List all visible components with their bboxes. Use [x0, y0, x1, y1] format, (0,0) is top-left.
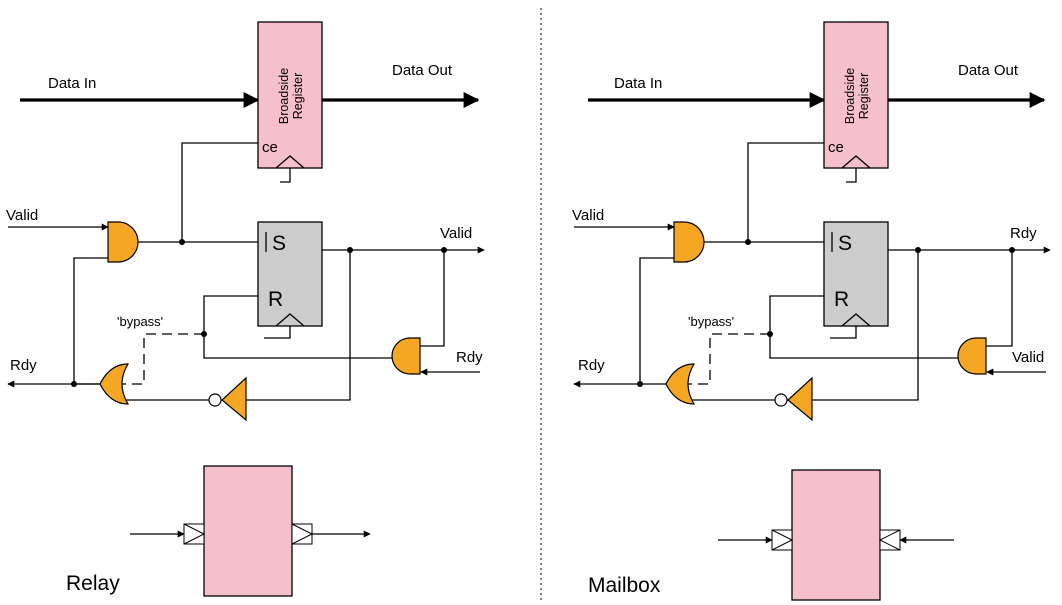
mailbox-data-out-label: Data Out: [958, 62, 1019, 79]
relay-broadside-register: [257, 21, 323, 169]
relay-and-gate-input: [107, 221, 139, 263]
mailbox-or-gate: [665, 363, 696, 405]
relay-and-gate-rdy: [391, 337, 421, 375]
relay-valid-in-label: Valid: [6, 207, 38, 224]
mailbox-panel: Data In Data Out Broadside Register ce V…: [572, 21, 1051, 601]
mailbox-rdy-left-label: Rdy: [578, 357, 605, 374]
mailbox-bypass-wire: [688, 333, 770, 385]
mailbox-ce-wire: [747, 142, 824, 242]
relay-valid-out-label: Valid: [440, 225, 472, 242]
relay-inverter-bubble: [208, 393, 222, 407]
mailbox-data-in-label: Data In: [614, 75, 662, 92]
relay-ce-label: ce: [262, 139, 278, 156]
relay-register-label-1: Broadside: [277, 68, 291, 124]
mailbox-rdy-feedback: [639, 257, 674, 384]
mailbox-symbol-ack-port: [879, 529, 901, 551]
mailbox-valid-in-label: Valid: [572, 207, 604, 224]
mailbox-symbol-box: [791, 469, 881, 601]
relay-set-label: S: [272, 232, 286, 255]
relay-or-gate: [99, 363, 130, 405]
relay-rdy-feedback: [73, 257, 108, 384]
relay-caption: Relay: [66, 572, 120, 595]
mailbox-inverter: [787, 376, 813, 422]
mailbox-set-label: S: [838, 232, 852, 255]
relay-ce-wire: [181, 142, 258, 242]
mailbox-ce-label: ce: [828, 139, 844, 156]
relay-reset-wire: [203, 295, 394, 359]
mailbox-sr-flipflop: [823, 221, 889, 327]
relay-data-out-label: Data Out: [392, 62, 453, 79]
relay-symbol-output-port: [291, 523, 313, 545]
mailbox-valid-in-right-label: Valid: [1012, 349, 1044, 366]
mailbox-and-gate-valid: [957, 337, 987, 375]
relay-q-to-inverter: [246, 250, 351, 401]
relay-bypass-wire: [122, 333, 204, 385]
mailbox-caption: Mailbox: [588, 574, 661, 597]
mailbox-reset-wire: [769, 295, 960, 359]
relay-register-clock: [275, 155, 305, 169]
relay-rdy-out-label: Rdy: [10, 357, 37, 374]
mailbox-rdy-out-label: Rdy: [1010, 225, 1037, 242]
relay-panel: Data In Data Out Broadside Register ce V…: [6, 21, 485, 597]
relay-symbol-input-port: [183, 523, 205, 545]
relay-bypass-label: 'bypass': [117, 314, 163, 329]
mailbox-symbol-input-port: [771, 529, 793, 551]
relay-data-in-label: Data In: [48, 75, 96, 92]
mailbox-and-gate-input: [673, 221, 705, 263]
relay-reset-label: R: [268, 288, 283, 311]
relay-inverter: [221, 376, 247, 422]
relay-valid-to-and: [420, 250, 445, 347]
mailbox-inverter-bubble: [774, 393, 788, 407]
mailbox-reset-label: R: [834, 288, 849, 311]
relay-symbol-box: [203, 465, 293, 597]
mailbox-register-label-2: Register: [857, 73, 871, 120]
mailbox-q-to-inverter: [812, 250, 919, 401]
relay-register-label-2: Register: [291, 73, 305, 120]
mailbox-bypass-label: 'bypass': [688, 314, 734, 329]
mailbox-register-label-1: Broadside: [843, 68, 857, 124]
mailbox-rdy-to-and: [986, 250, 1013, 347]
mailbox-broadside-register: [823, 21, 889, 169]
mailbox-register-clock: [841, 155, 871, 169]
relay-rdy-in-label: Rdy: [456, 349, 483, 366]
